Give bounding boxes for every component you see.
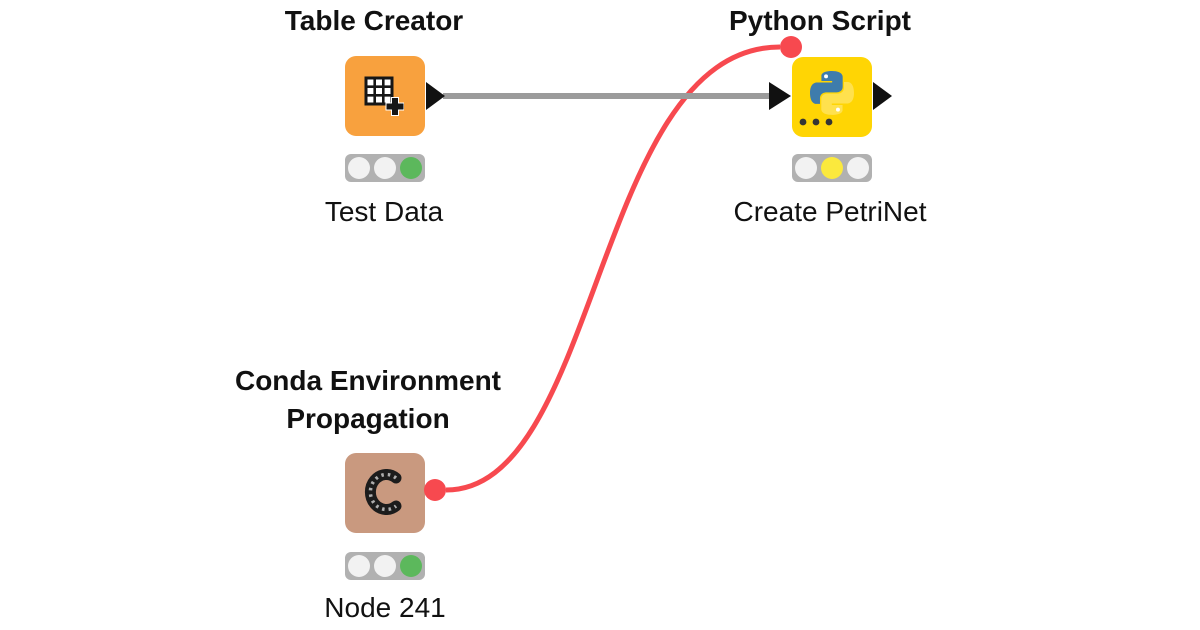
status-light xyxy=(374,555,396,577)
status-light xyxy=(795,157,817,179)
status-light xyxy=(348,555,370,577)
node-title-conda-environment-propagation: Conda Environment Propagation xyxy=(234,365,501,434)
status-light xyxy=(400,157,422,179)
status-traffic-light-python-script xyxy=(792,154,872,182)
status-light xyxy=(821,157,843,179)
node-title-python-script: Python Script xyxy=(728,5,911,36)
status-light xyxy=(847,157,869,179)
status-light xyxy=(348,157,370,179)
dynamic-ports-dots-icon xyxy=(799,118,833,126)
flow-variable-input-port-python-script[interactable] xyxy=(780,36,802,58)
node-conda-environment-propagation[interactable] xyxy=(345,453,425,533)
flow-variable-connection[interactable] xyxy=(445,44,781,493)
conda-c-icon xyxy=(364,469,402,515)
table-plus-icon xyxy=(364,76,404,116)
output-port-table-creator[interactable] xyxy=(426,82,445,110)
flow-variable-output-port-conda[interactable] xyxy=(424,479,446,501)
node-label-python-script[interactable]: Create PetriNet xyxy=(733,196,927,227)
node-python-script[interactable] xyxy=(792,57,872,137)
node-label-conda-environment-propagation[interactable]: Node 241 xyxy=(324,592,446,623)
node-title-table-creator: Table Creator xyxy=(284,5,464,36)
node-table-creator[interactable] xyxy=(345,56,425,136)
python-logo-icon xyxy=(810,71,854,115)
node-label-table-creator[interactable]: Test Data xyxy=(324,196,444,227)
input-port-python-script[interactable] xyxy=(769,82,791,110)
status-traffic-light-table-creator xyxy=(345,154,425,182)
status-light xyxy=(374,157,396,179)
status-traffic-light-conda-environment-propagation xyxy=(345,552,425,580)
status-light xyxy=(400,555,422,577)
output-port-python-script[interactable] xyxy=(873,82,892,110)
